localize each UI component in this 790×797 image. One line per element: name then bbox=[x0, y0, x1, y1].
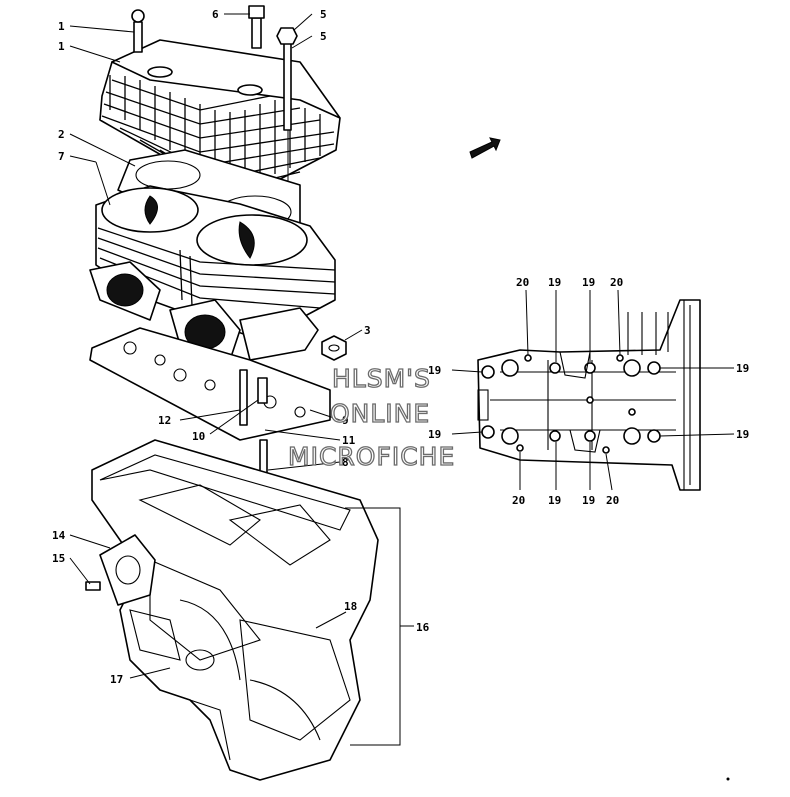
detail-callout-20-bottom-left: 20 bbox=[512, 494, 525, 507]
callout-18: 18 bbox=[344, 600, 357, 613]
bracket-16 bbox=[345, 507, 414, 746]
callout-11: 11 bbox=[342, 434, 356, 447]
detail-callout-19-left-bottom: 19 bbox=[428, 428, 441, 441]
callout-10: 10 bbox=[192, 430, 205, 443]
front-arrow-icon bbox=[469, 137, 501, 159]
callout-3: 3 bbox=[364, 324, 371, 337]
callout-1b: 1 bbox=[58, 40, 65, 53]
corner-dot bbox=[726, 777, 730, 781]
cylinder-block bbox=[89, 185, 336, 361]
crankcase bbox=[91, 439, 379, 781]
detail-callout-19-bottom-2: 19 bbox=[582, 494, 595, 507]
detail-callout-19-right-top: 19 bbox=[736, 362, 749, 375]
callout-9: 9 bbox=[342, 414, 349, 427]
watermark-line-1: HLSM'S bbox=[332, 364, 431, 393]
detail-callout-20-bottom-right: 20 bbox=[606, 494, 619, 507]
detail-callout-19-left-top: 19 bbox=[428, 364, 441, 377]
side-cover bbox=[85, 534, 156, 606]
detail-callout-19-bottom-1: 19 bbox=[548, 494, 561, 507]
base-gasket bbox=[89, 327, 331, 441]
callout-labels: 1 1 6 5 5 2 7 3 12 10 9 11 8 14 15 16 17… bbox=[52, 8, 749, 686]
callout-1a: 1 bbox=[58, 20, 65, 33]
callout-7: 7 bbox=[58, 150, 65, 163]
nut bbox=[321, 335, 347, 361]
callout-12: 12 bbox=[158, 414, 171, 427]
detail-callout-20-top-left: 20 bbox=[516, 276, 529, 289]
watermark-line-2: ONLINE bbox=[330, 399, 430, 428]
detail-callout-19-top-1: 19 bbox=[548, 276, 561, 289]
crankcase-detail-view bbox=[477, 299, 701, 491]
callout-5b: 5 bbox=[320, 30, 327, 43]
callout-14: 14 bbox=[52, 529, 66, 542]
callout-leaders bbox=[69, 13, 735, 679]
callout-17: 17 bbox=[110, 673, 123, 686]
callout-16: 16 bbox=[416, 621, 430, 634]
callout-2: 2 bbox=[58, 128, 65, 141]
callout-6: 6 bbox=[212, 8, 219, 21]
detail-callout-19-top-2: 19 bbox=[582, 276, 595, 289]
detail-callout-19-right-bottom: 19 bbox=[736, 428, 749, 441]
callout-15: 15 bbox=[52, 552, 65, 565]
callout-8: 8 bbox=[342, 456, 349, 469]
detail-callout-20-top-right: 20 bbox=[610, 276, 623, 289]
watermark-line-3: MICROFICHE bbox=[288, 442, 455, 471]
watermark: HLSM'S ONLINE MICROFICHE bbox=[287, 363, 455, 471]
callout-5a: 5 bbox=[320, 8, 327, 21]
